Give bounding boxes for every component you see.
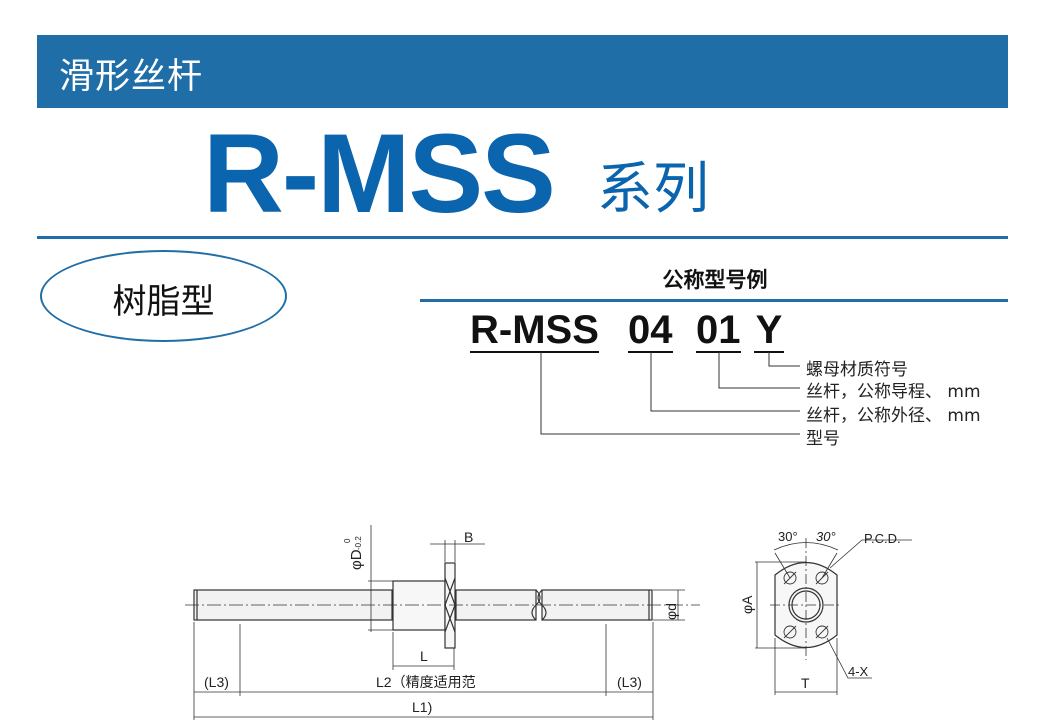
dim-phiD: φD <box>348 549 365 570</box>
label-model: 型号 <box>806 429 840 449</box>
dim-L1: L1) <box>412 699 432 715</box>
tol-lower: -0.2 <box>354 536 363 550</box>
angle-left: 30° <box>778 529 798 544</box>
type-badge: 树脂型 <box>40 250 287 342</box>
dim-T: T <box>801 675 810 691</box>
tol-upper: 0 <box>343 538 352 543</box>
example-title: 公称型号例 <box>662 268 768 292</box>
header-bar: 滑形丝杆 <box>37 35 1008 108</box>
dim-L2: L2（精度适用范 <box>376 674 476 690</box>
pcd-label: P.C.D. <box>864 531 901 546</box>
series-suffix: 系列 <box>597 157 709 222</box>
type-badge-label: 树脂型 <box>112 282 215 322</box>
dim-L3-right: (L3) <box>617 674 642 690</box>
side-view-drawing: B φD 0 -0.2 φd L (L3) L2（精度适用范 (L3) L1) <box>185 525 700 720</box>
label-material: 螺母材质符号 <box>806 360 908 380</box>
dim-phiA: φA <box>739 595 755 614</box>
code-model: R-MSS <box>470 308 599 353</box>
dim-L: L <box>420 648 428 664</box>
code-lead: 01 <box>696 308 741 353</box>
code-diameter: 04 <box>628 308 673 353</box>
angle-right: 30° <box>816 529 836 544</box>
dim-L3-left: (L3) <box>204 674 229 690</box>
example-divider <box>420 299 1008 302</box>
series-name: R-MSS <box>203 111 556 236</box>
divider <box>37 236 1008 239</box>
label-diameter: 丝杆，公称外径、 mm <box>806 406 981 426</box>
front-view-drawing: 30° 30° P.C.D. φA T 4-X <box>739 529 912 695</box>
label-lead: 丝杆，公称导程、 mm <box>806 382 981 402</box>
header-title: 滑形丝杆 <box>59 57 204 97</box>
dim-B: B <box>464 529 473 545</box>
dim-phid: φd <box>663 603 679 620</box>
holes-label: 4-X <box>848 664 869 679</box>
